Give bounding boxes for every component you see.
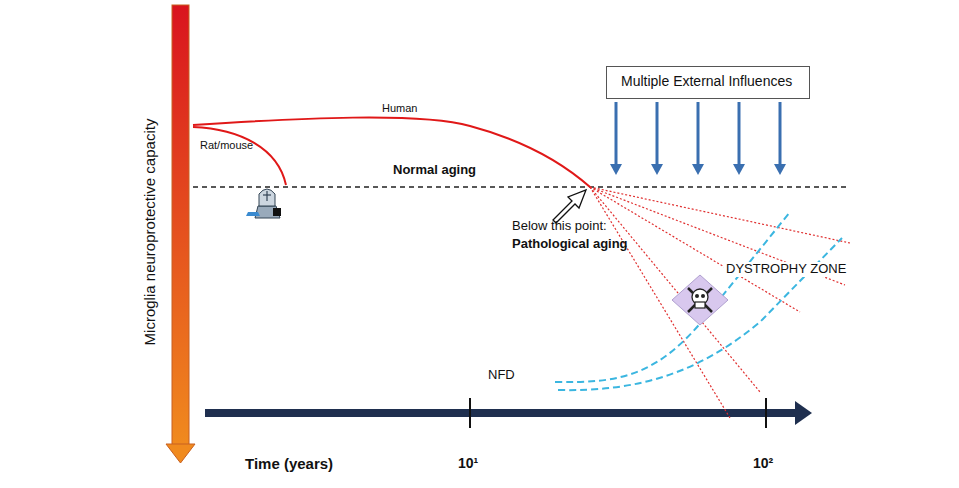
diagram-label: Time (years) xyxy=(245,455,333,472)
rodent-curve xyxy=(193,127,286,185)
diagram-label: Pathological aging xyxy=(512,237,628,252)
influence-box: Multiple External Influences xyxy=(606,66,810,99)
influence-arrowheads xyxy=(610,164,786,175)
diagram-label: NFD xyxy=(488,368,515,383)
axis-title: Microglia neuroprotective capacity xyxy=(141,119,158,346)
diagram-label: Human xyxy=(382,102,417,115)
diagram-label: Normal aging xyxy=(393,163,476,178)
gravestone-icon xyxy=(246,189,281,218)
y-axis-arrow xyxy=(166,5,195,463)
diagram-label: 10² xyxy=(753,455,773,471)
pathology-lines xyxy=(590,187,850,418)
diagram-label: Rat/mouse xyxy=(200,139,253,152)
human-curve xyxy=(193,118,590,187)
diagram-label: DYSTROPHY ZONE xyxy=(724,262,848,277)
skull-icon xyxy=(672,275,728,325)
box-text: Multiple External Influences xyxy=(621,73,795,89)
influence-arrows xyxy=(616,102,780,166)
normal-aging-line xyxy=(193,186,850,187)
diagram-label: 10¹ xyxy=(458,455,478,471)
diagram-label: Below this point: xyxy=(512,219,607,234)
